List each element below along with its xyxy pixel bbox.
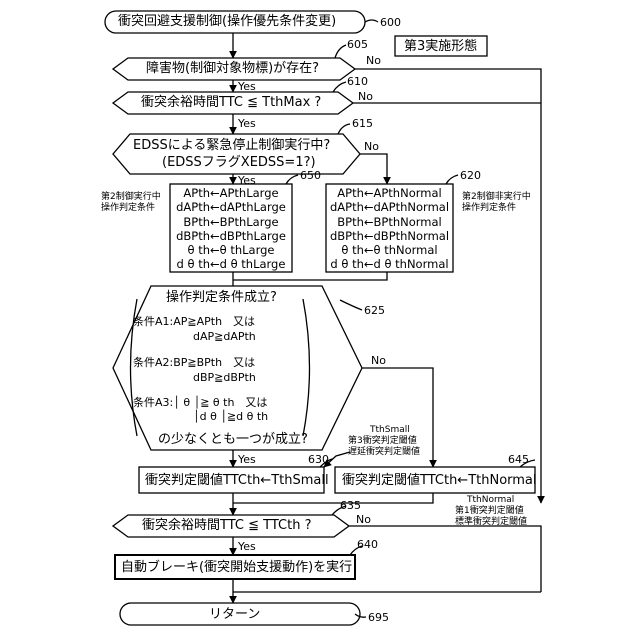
embodiment-label: 第3実施形態 bbox=[404, 40, 477, 53]
decision-610-ref: 610 bbox=[347, 76, 368, 87]
condition-bracket-right bbox=[303, 299, 310, 436]
decision-635-yes: Yes bbox=[238, 541, 256, 552]
decision-605-yes: Yes bbox=[238, 81, 256, 92]
decision-635-ref: 635 bbox=[340, 500, 361, 511]
decision-625-title: 操作判定条件成立? bbox=[166, 291, 277, 304]
process-645-text: 衝突判定閾値TTCth←TthNormal bbox=[342, 474, 537, 487]
decision-625-footer: の少なくとも一つが成立? bbox=[158, 433, 308, 446]
condition-a1-line1: 条件A1:AP≧APth 又は bbox=[133, 316, 255, 327]
process-645-ref: 645 bbox=[508, 454, 529, 465]
process-620-text: APth←APthNormal dAPth←dAPthNormal BPth←B… bbox=[326, 186, 453, 272]
process-620-line: d θ th←d θ thNormal bbox=[326, 257, 453, 271]
process-620-ref: 620 bbox=[460, 170, 481, 181]
process-650-side-label-2: 操作判定条件 bbox=[101, 204, 155, 213]
process-640-text: 自動ブレーキ(衝突開始支援動作)を実行 bbox=[121, 561, 352, 574]
decision-610-no: No bbox=[358, 91, 373, 102]
start-ref: 600 bbox=[380, 17, 401, 28]
process-620-line: dBPth←dBPthNormal bbox=[326, 229, 453, 243]
decision-615-yes: Yes bbox=[238, 175, 256, 186]
decision-615-no: No bbox=[364, 141, 379, 152]
condition-a3-line1: 条件A3:│ θ │≧ θ th 又は bbox=[133, 397, 267, 408]
decision-615-line2: (EDSSフラグXEDSS=1?) bbox=[162, 156, 316, 169]
tthnormal-note-2: 第1衝突判定閾値 bbox=[455, 507, 524, 516]
tthsmall-note-2: 第3衝突判定閾値 bbox=[348, 437, 417, 446]
decision-605-no: No bbox=[366, 55, 381, 66]
tthsmall-note-3: 遅延衝突判定閾値 bbox=[348, 448, 420, 457]
tthnormal-note-3: 標準衝突判定閾値 bbox=[455, 518, 527, 527]
process-630-text: 衝突判定閾値TTCth←TthSmall bbox=[145, 474, 329, 487]
process-650-line: dAPth←dAPthLarge bbox=[170, 200, 292, 214]
process-650-ref: 650 bbox=[300, 170, 321, 181]
decision-635-text: 衝突余裕時間TTC ≦ TTCth ? bbox=[142, 519, 311, 532]
condition-a3-line2: │d θ │≧d θ th bbox=[193, 411, 268, 422]
process-620-line: θ th←θ thNormal bbox=[326, 243, 453, 257]
decision-605-text: 障害物(制御対象物標)が存在? bbox=[146, 62, 319, 75]
decision-625-yes: Yes bbox=[238, 454, 256, 465]
end-label: リターン bbox=[209, 608, 260, 621]
condition-a2-line2: dBP≧dBPth bbox=[193, 372, 256, 383]
decision-625-no: No bbox=[371, 355, 386, 366]
process-640-ref: 640 bbox=[357, 539, 378, 550]
decision-605-ref: 605 bbox=[347, 39, 368, 50]
decision-610-text: 衝突余裕時間TTC ≦ TthMax ? bbox=[141, 96, 321, 109]
decision-615-line1: EDSSによる緊急停止制御実行中? bbox=[133, 139, 330, 152]
decision-610-yes: Yes bbox=[238, 118, 256, 129]
decision-635-no: No bbox=[356, 514, 371, 525]
start-label: 衝突回避支援制御(操作優先条件変更) bbox=[118, 15, 336, 28]
process-650-side-label-1: 第2制御実行中 bbox=[101, 193, 161, 202]
tthnormal-note-1: TthNormal bbox=[467, 496, 514, 505]
end-ref: 695 bbox=[368, 612, 389, 623]
process-620-line: BPth←BPthNormal bbox=[326, 215, 453, 229]
process-620-side-label-1: 第2制御非実行中 bbox=[462, 193, 531, 202]
condition-a2-line1: 条件A2:BP≧BPth 又は bbox=[133, 357, 255, 368]
process-620-side-label-2: 操作判定条件 bbox=[462, 204, 516, 213]
process-650-line: APth←APthLarge bbox=[170, 186, 292, 200]
process-620-line: APth←APthNormal bbox=[326, 186, 453, 200]
process-650-text: APth←APthLarge dAPth←dAPthLarge BPth←BPt… bbox=[170, 186, 292, 272]
process-630-ref: 630 bbox=[308, 454, 329, 465]
process-650-line: BPth←BPthLarge bbox=[170, 215, 292, 229]
process-650-line: dBPth←dBPthLarge bbox=[170, 229, 292, 243]
condition-a1-line2: dAP≧dAPth bbox=[193, 331, 256, 342]
tthsmall-note-1: TthSmall bbox=[370, 426, 410, 435]
process-620-line: dAPth←dAPthNormal bbox=[326, 200, 453, 214]
decision-625-ref: 625 bbox=[364, 305, 385, 316]
process-650-line: d θ th←d θ thLarge bbox=[170, 257, 292, 271]
process-650-line: θ th←θ thLarge bbox=[170, 243, 292, 257]
decision-615-ref: 615 bbox=[352, 118, 373, 129]
